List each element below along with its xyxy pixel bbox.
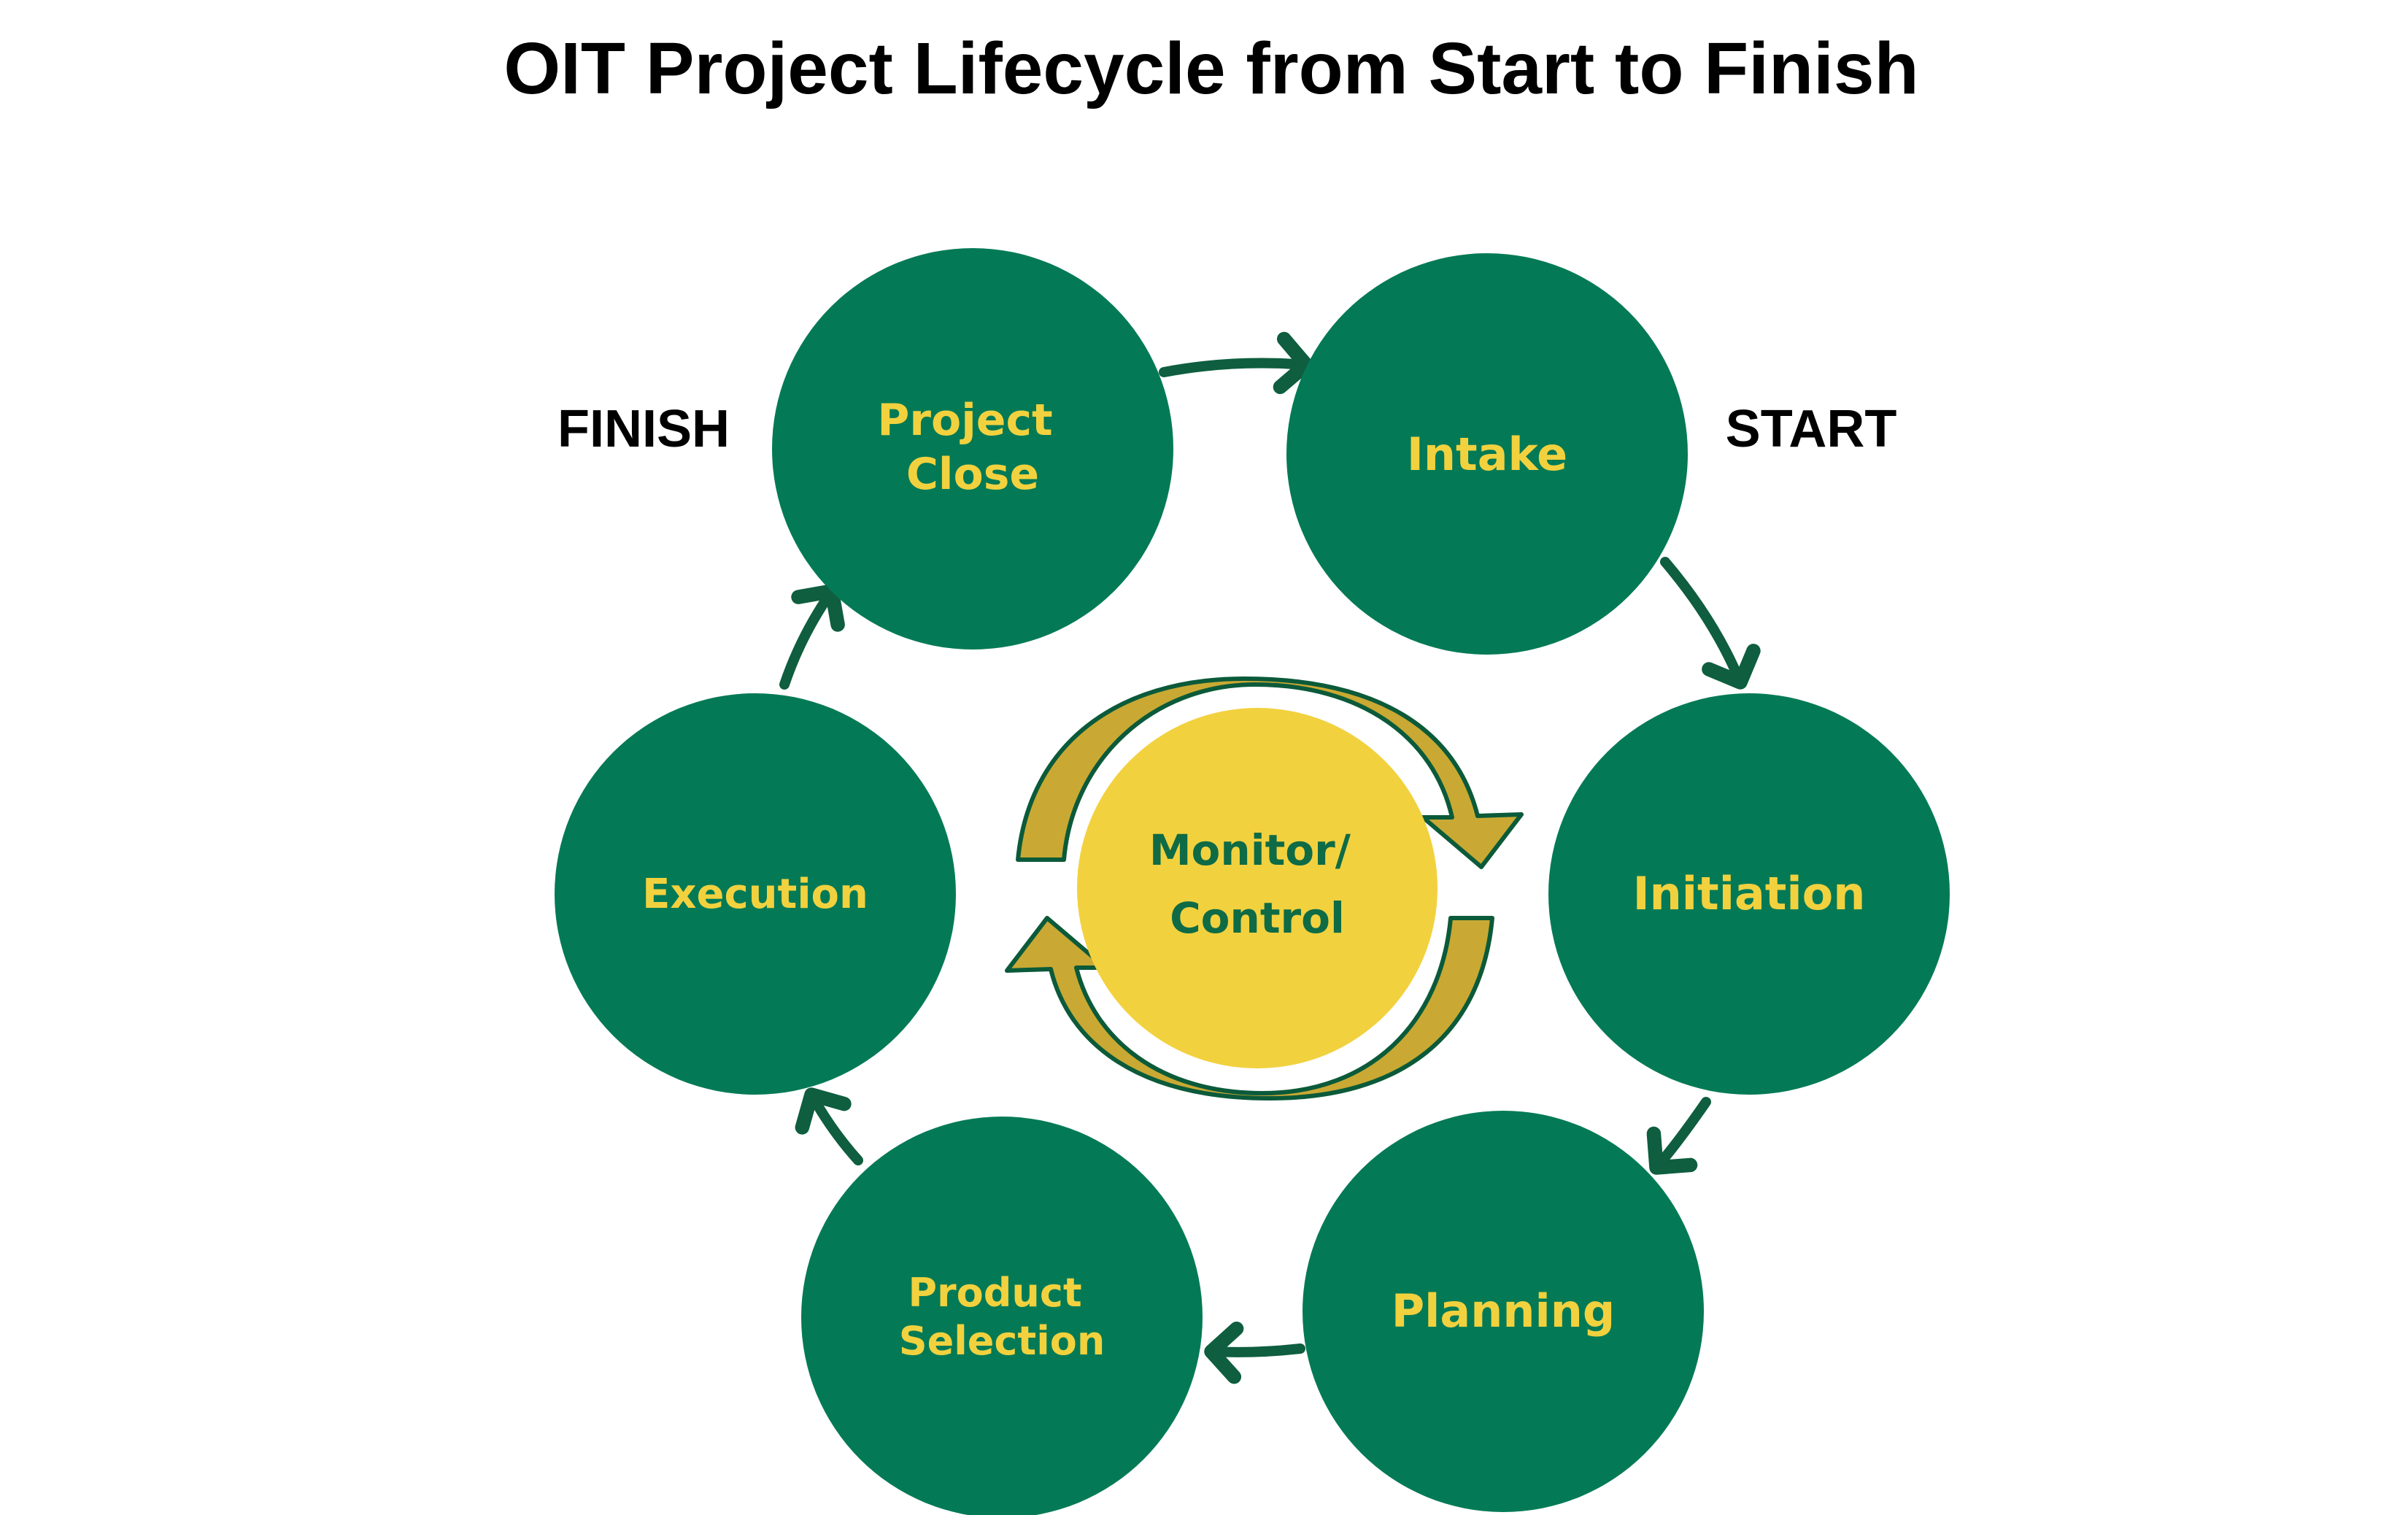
stage-project-close-line-2: Close <box>906 449 1039 500</box>
stage-execution: Execution <box>555 693 956 1095</box>
stage-circle <box>1286 253 1688 655</box>
arrow-execution-to-project-close <box>779 584 845 690</box>
cycle-arrow-bottom-left <box>1005 916 1494 1100</box>
monitor-control-hub: Monitor/ Control <box>1005 676 1524 1100</box>
monitor-control-line-2: Control <box>1170 893 1345 943</box>
stage-circle <box>555 693 956 1095</box>
stage-product-selection-label: Product Selection <box>899 1270 1105 1364</box>
stage-planning: Planning <box>1303 1111 1704 1512</box>
stage-project-close: Project Close <box>772 248 1173 649</box>
stage-product-selection-line-1: Product <box>908 1270 1081 1316</box>
monitor-control-circle <box>1077 708 1438 1068</box>
stage-project-close-label: Project Close <box>877 395 1068 500</box>
stage-product-selection-line-2: Selection <box>899 1318 1105 1364</box>
arrow-initiation-to-planning <box>1646 1097 1711 1175</box>
monitor-control-label: Monitor/ Control <box>1149 825 1365 943</box>
arrow-project-close-to-intake <box>1159 331 1313 395</box>
stage-circle <box>1303 1111 1704 1512</box>
page-title: OIT Project Lifecycle from Start to Fini… <box>503 28 1918 109</box>
stage-intake: Intake <box>1286 253 1688 655</box>
stage-initiation-label: Initiation <box>1633 867 1866 920</box>
stage-project-close-line-1: Project <box>877 395 1052 446</box>
start-label: START <box>1726 400 1897 458</box>
stage-product-selection: Product Selection <box>801 1117 1203 1515</box>
stage-initiation: Initiation <box>1548 693 1950 1095</box>
arrow-intake-to-initiation <box>1660 557 1761 690</box>
finish-label: FINISH <box>557 400 730 458</box>
stage-circle <box>1548 693 1950 1095</box>
stage-execution-label: Execution <box>642 871 868 918</box>
connector-arrows <box>779 331 1761 1384</box>
cycle-arrow-top-right <box>1016 676 1524 869</box>
stage-circle <box>772 248 1173 649</box>
arrow-product-selection-to-execution <box>795 1087 863 1165</box>
stage-intake-label: Intake <box>1407 428 1567 481</box>
stage-circle <box>801 1117 1203 1515</box>
monitor-control-line-1: Monitor/ <box>1149 825 1351 875</box>
arrow-planning-to-product-selection <box>1204 1321 1305 1384</box>
stage-planning-label: Planning <box>1392 1284 1616 1338</box>
